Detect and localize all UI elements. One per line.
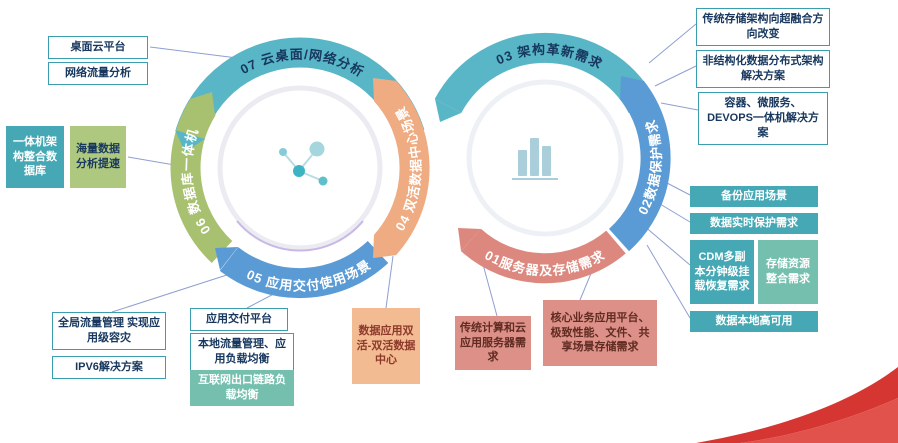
segment-04-arrow-bottom [373, 235, 397, 258]
backup-scenario-box: 备份应用场景 [690, 186, 818, 207]
segment-02-arrow [620, 76, 644, 100]
segment-04-arrow-top [373, 78, 397, 101]
connector-lines [111, 23, 699, 319]
massive-data-box: 海量数据分析提速 [70, 126, 126, 188]
segment-05-arrow [215, 247, 238, 270]
hyperconverged-box: 传统存储架构向超融合方向改变 [696, 8, 830, 46]
realtime-protection-box: 数据实时保护需求 [690, 213, 818, 234]
local-traffic-box: 本地流量管理、应用负载均衡 [190, 333, 294, 371]
app-delivery-box: 应用交付平台 [190, 308, 288, 331]
connector-line [660, 102, 699, 111]
segment-03-arrow [435, 99, 461, 122]
core-business-storage-box: 核心业务应用平台、极致性能、文件、共享场景存储需求 [543, 300, 657, 366]
traditional-compute-box: 传统计算和云应用服务器需求 [455, 316, 531, 370]
segment-01-arrow [458, 228, 481, 251]
molecule-icon [279, 141, 328, 186]
local-ha-box: 数据本地高可用 [690, 311, 818, 332]
cdm-recovery-box: CDM多副本分钟级挂载恢复需求 [690, 240, 754, 304]
ipv6-box: IPV6解决方案 [52, 356, 166, 379]
dual-active-dc-box: 数据应用双活-双活数据中心 [352, 308, 420, 384]
segment-06-arc [170, 99, 233, 263]
unstructured-distributed-box: 非结构化数据分布式架构解决方案 [696, 50, 830, 88]
connector-line [654, 65, 697, 87]
segment-04-arc [373, 80, 430, 256]
integrated-db-box: 一体机架构整合数据库 [6, 126, 64, 188]
connector-line [111, 272, 234, 313]
connector-line [385, 255, 394, 309]
desktop-cloud-box: 桌面云平台 [48, 36, 148, 59]
storage-consolidation-box: 存储资源整合需求 [758, 240, 818, 304]
segment-06-arrow [190, 92, 215, 115]
red-swoosh-decoration [696, 367, 898, 443]
segment-07-arrow [175, 130, 205, 152]
global-traffic-box: 全局流量管理 实现应用级容灾 [52, 312, 166, 350]
left-hub-accent-ring [236, 220, 364, 252]
segment-02-arc [608, 80, 671, 252]
connector-line [642, 224, 691, 266]
connector-line [648, 23, 697, 64]
container-devops-box: 容器、微服务、DEVOPS一体机解决方案 [698, 92, 828, 145]
network-traffic-analysis-box: 网络流量分析 [48, 62, 148, 85]
bar-chart-icon [512, 138, 558, 180]
segment-01-arc [460, 228, 626, 284]
segment-05-arc [219, 240, 389, 299]
connector-line [646, 244, 691, 319]
internet-link-box: 互联网出口链路负载均衡 [190, 370, 294, 406]
